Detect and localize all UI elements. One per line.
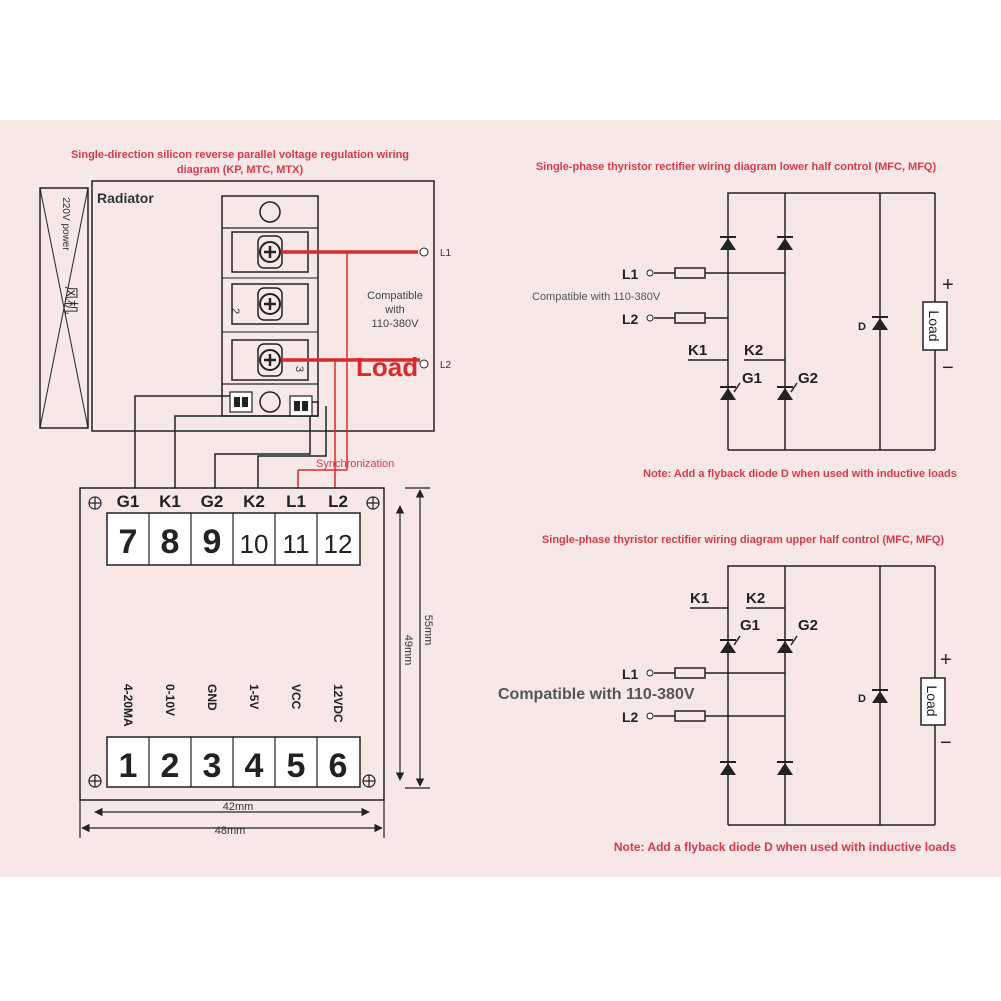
rb-plus: +: [940, 649, 952, 671]
fan: 220V power 风机: [39, 187, 89, 429]
terminal-number-7: 7: [119, 523, 138, 561]
left-compatible-2: with: [384, 304, 405, 316]
rt-k1: K1: [688, 342, 707, 359]
left-compatible-3: 110-380V: [372, 318, 420, 330]
right-top-diagram: Single-phase thyristor rectifier wiring …: [532, 161, 957, 480]
rt-title: Single-phase thyristor rectifier wiring …: [536, 161, 937, 173]
rb-g2: G2: [798, 617, 818, 634]
red-wires: [282, 247, 429, 488]
terminal-name-g1: G1: [117, 492, 140, 511]
load-label: Load: [356, 352, 418, 382]
terminal-number-2: 2: [161, 747, 180, 785]
module-terminal-3: 3: [293, 366, 305, 372]
thyristor-module: 2 3: [221, 195, 319, 417]
terminal-number-4: 4: [245, 747, 264, 785]
terminal-number-5: 5: [287, 747, 306, 785]
rt-compatible: Compatible with 110-380V: [532, 291, 661, 303]
rb-k2: K2: [746, 590, 765, 607]
terminal-name-g2: G2: [201, 492, 224, 511]
control-wires: [134, 395, 327, 488]
rb-d: D: [858, 693, 866, 705]
fan-power-label: 220V power: [60, 197, 71, 251]
bottom-terminal-block: [106, 736, 361, 788]
rt-g1: G1: [742, 370, 762, 387]
dim-42: 42mm: [223, 801, 254, 813]
terminal-name-vcc: VCC: [289, 684, 303, 710]
terminal-number-9: 9: [203, 523, 222, 561]
dim-55: 55mm: [422, 615, 434, 646]
left-l1-label: L1: [440, 248, 452, 259]
terminal-name-4-20ma: 4-20MA: [121, 684, 135, 727]
rb-l1: L1: [622, 666, 639, 682]
radiator-outline: [91, 180, 435, 432]
top-terminal-block: [106, 512, 361, 566]
rt-circuit: [654, 192, 948, 451]
terminal-number-10: 10: [240, 529, 269, 559]
terminal-name-0-10v: 0-10V: [163, 684, 177, 716]
terminal-number-11: 11: [283, 529, 310, 559]
terminal-number-6: 6: [329, 747, 348, 785]
rb-l2: L2: [622, 709, 639, 725]
top-terminals: G1 7 K1 8 G2 9 K2 10 L1 11 L2 12: [117, 492, 353, 561]
rb-note: Note: Add a flyback diode D when used wi…: [614, 840, 957, 854]
rt-note: Note: Add a flyback diode D when used wi…: [643, 468, 957, 480]
sync-label: Synchronization: [316, 458, 394, 470]
dim-48: 48mm: [215, 825, 246, 837]
terminal-name-k1: K1: [159, 492, 181, 511]
dim-49: 49mm: [402, 635, 414, 666]
rt-l2: L2: [622, 311, 639, 327]
bottom-terminals: 4-20MA 1 0-10V 2 GND 3 1-5V 4 VCC 5 12VDC 6: [119, 684, 348, 785]
rb-g1: G1: [740, 617, 760, 634]
left-compatible-1: Compatible: [367, 290, 423, 302]
terminal-name-1-5v: 1-5V: [247, 684, 261, 709]
dimension-lines: [79, 487, 430, 838]
radiator-label: Radiator: [97, 190, 154, 206]
controller-board: [79, 487, 385, 801]
rb-minus: −: [940, 732, 952, 754]
left-wiring-diagram: Single-direction silicon reverse paralle…: [39, 149, 452, 838]
terminal-number-8: 8: [161, 523, 180, 561]
terminal-name-l2: L2: [328, 492, 348, 511]
mount-holes: [88, 496, 380, 788]
left-l2-label: L2: [440, 360, 452, 371]
module-terminal-2: 2: [229, 308, 241, 314]
rb-compatible: Compatible with 110-380V: [498, 686, 695, 703]
terminal-name-k2: K2: [243, 492, 265, 511]
rt-l1: L1: [622, 266, 639, 282]
left-title-line2: diagram (KP, MTC, MTX): [177, 164, 304, 176]
rt-minus: −: [942, 357, 954, 379]
left-title-line1: Single-direction silicon reverse paralle…: [71, 149, 409, 161]
terminal-number-1: 1: [119, 747, 138, 785]
rb-diodes: [720, 639, 888, 775]
rt-d: D: [858, 321, 866, 333]
rt-g2: G2: [798, 370, 818, 387]
rb-title: Single-phase thyristor rectifier wiring …: [542, 534, 944, 546]
rt-load: Load: [926, 310, 942, 341]
terminal-number-12: 12: [324, 529, 353, 559]
rt-diodes: [720, 236, 888, 400]
terminal-name-gnd: GND: [205, 684, 219, 711]
right-bottom-diagram: Single-phase thyristor rectifier wiring …: [498, 534, 956, 854]
terminal-name-12vdc: 12VDC: [331, 684, 345, 723]
rt-k2: K2: [744, 342, 763, 359]
terminal-name-l1: L1: [286, 492, 306, 511]
rt-plus: +: [942, 274, 954, 296]
terminal-number-3: 3: [203, 747, 222, 785]
rb-k1: K1: [690, 590, 709, 607]
fan-label: 风机: [63, 286, 79, 314]
rb-load: Load: [924, 685, 940, 716]
